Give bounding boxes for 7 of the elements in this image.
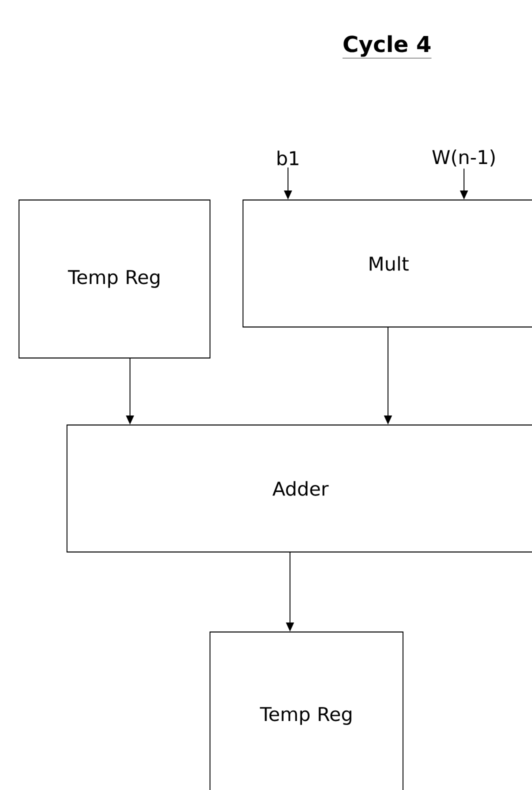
title: Cycle 4 [342, 35, 432, 58]
process-box: Adder [66, 424, 532, 552]
input-label: W(n-1) [432, 150, 495, 166]
process-box: Mult [242, 200, 532, 328]
process-box: Temp Reg [18, 200, 210, 358]
process-box: Temp Reg [210, 632, 404, 790]
input-label: b1 [278, 150, 298, 166]
